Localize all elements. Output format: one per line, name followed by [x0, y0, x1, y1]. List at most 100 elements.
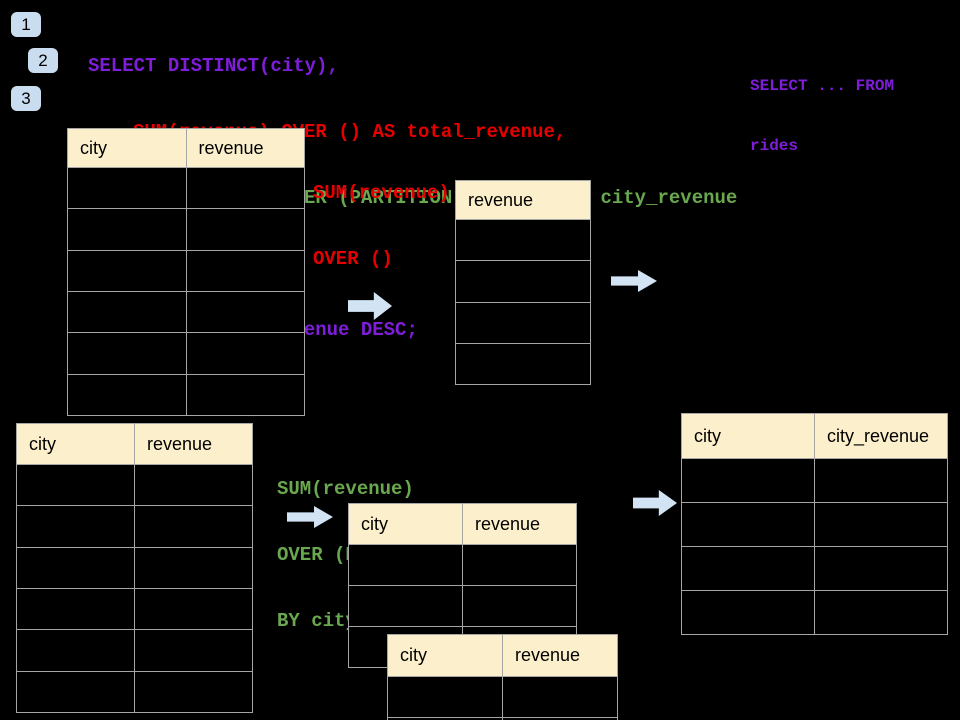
- table-result-right: city city_revenue: [681, 413, 948, 635]
- table-cell-empty: [134, 465, 252, 506]
- table-row: [349, 544, 576, 585]
- column-header: city: [29, 433, 56, 454]
- table-cell-empty: [682, 503, 814, 546]
- annotation-total-line-1: SUM(revenue): [313, 182, 450, 204]
- table-source-top: city revenue: [67, 128, 305, 416]
- table-cell-empty: [17, 465, 134, 505]
- annotation-total-line-2: OVER (): [313, 248, 393, 270]
- annotation-total-revenue: SUM(revenue) OVER (): [313, 138, 450, 314]
- table-row: [388, 716, 617, 720]
- table-cell-empty: [17, 506, 134, 546]
- table-cell-empty: [185, 209, 305, 250]
- column-header: city: [694, 425, 721, 446]
- table-revenue-only: revenue: [455, 180, 591, 385]
- step-badge-1: 1: [11, 12, 41, 37]
- table-cell-empty: [68, 333, 186, 373]
- table-row: [682, 458, 947, 502]
- table-cell-empty: [185, 291, 305, 333]
- table-cell-empty: [185, 374, 305, 415]
- table-cell-empty: [814, 591, 947, 634]
- side-note: SELECT ... FROM rides: [750, 36, 894, 196]
- table-cell-empty: [814, 547, 947, 590]
- table-cell-empty: [68, 168, 186, 208]
- table-cell-empty: [185, 168, 305, 209]
- table-cell-empty: [682, 459, 814, 502]
- column-header: city_revenue: [814, 414, 947, 458]
- table-cell-empty: [462, 545, 576, 585]
- table-cell-empty: [456, 261, 590, 301]
- table-partition-overlay: city revenue: [387, 634, 618, 720]
- table-row: [68, 208, 305, 250]
- table-row: [456, 260, 590, 301]
- table-cell-empty: [17, 589, 134, 629]
- column-header: revenue: [462, 504, 576, 544]
- table-row: [682, 590, 947, 634]
- table-cell-empty: [17, 630, 134, 670]
- table-cell-empty: [456, 220, 590, 260]
- sql-line-select: SELECT DISTINCT(city),: [88, 55, 339, 77]
- flow-arrow-1-right-icon: [348, 292, 392, 320]
- table-header-row: city revenue: [388, 635, 617, 676]
- table-cell-empty: [502, 677, 617, 717]
- table-cell-empty: [134, 506, 252, 547]
- table-row: [682, 546, 947, 590]
- table-cell-empty: [349, 586, 462, 626]
- table-cell-empty: [68, 292, 186, 332]
- flow-arrow-2-right-icon: [611, 270, 657, 292]
- table-row: [456, 219, 590, 260]
- step-badge-2: 2: [28, 48, 58, 73]
- table-cell-empty: [68, 375, 186, 415]
- table-row: [68, 249, 304, 291]
- annotation-partition-line-1: SUM(revenue): [277, 478, 414, 500]
- table-cell-empty: [502, 717, 617, 720]
- table-cell-empty: [68, 209, 186, 249]
- table-row: [68, 373, 305, 415]
- table-cell-empty: [134, 588, 252, 630]
- table-row: [349, 585, 576, 626]
- table-row: [68, 167, 305, 209]
- table-row: [456, 342, 590, 384]
- table-cell-empty: [814, 503, 947, 546]
- table-header-row: city revenue: [68, 129, 304, 167]
- table-row: [17, 587, 252, 630]
- table-cell-empty: [68, 251, 186, 291]
- column-header: city: [361, 513, 388, 534]
- table-row: [68, 332, 305, 374]
- table-cell-empty: [814, 459, 947, 502]
- table-cell-empty: [17, 672, 134, 712]
- table-cell-empty: [682, 591, 814, 634]
- column-header: city: [400, 645, 427, 665]
- flow-arrow-3-right-icon: [287, 506, 333, 528]
- table-cell-empty: [388, 677, 502, 717]
- table-cell-empty: [17, 548, 134, 588]
- step-badge-3: 3: [11, 86, 41, 111]
- table-cell-empty: [456, 303, 590, 343]
- side-note-line-2: rides: [750, 137, 799, 155]
- table-header-row: city city_revenue: [682, 414, 947, 458]
- table-cell-empty: [349, 545, 462, 585]
- table-row: [68, 290, 305, 333]
- column-header: revenue: [468, 189, 534, 210]
- table-row: [17, 464, 252, 506]
- table-cell-empty: [134, 671, 252, 712]
- table-row: [17, 629, 252, 671]
- column-header: revenue: [502, 635, 617, 676]
- table-header-row: city revenue: [17, 424, 252, 464]
- column-header: revenue: [134, 424, 252, 464]
- table-row: [682, 502, 947, 546]
- table-cell-empty: [134, 547, 252, 588]
- flow-arrow-4-right-icon: [633, 490, 677, 516]
- table-row: [17, 670, 252, 712]
- table-cell-empty: [456, 344, 590, 384]
- table-row: [17, 546, 252, 588]
- side-note-line-1: SELECT ... FROM: [750, 77, 895, 95]
- table-cell-empty: [134, 630, 252, 671]
- table-header-row: revenue: [456, 181, 590, 219]
- column-header: revenue: [185, 129, 305, 167]
- table-row: [456, 301, 590, 343]
- table-header-row: city revenue: [349, 504, 576, 544]
- table-row: [388, 676, 617, 717]
- column-header: city: [80, 137, 107, 158]
- table-cell-empty: [185, 333, 305, 374]
